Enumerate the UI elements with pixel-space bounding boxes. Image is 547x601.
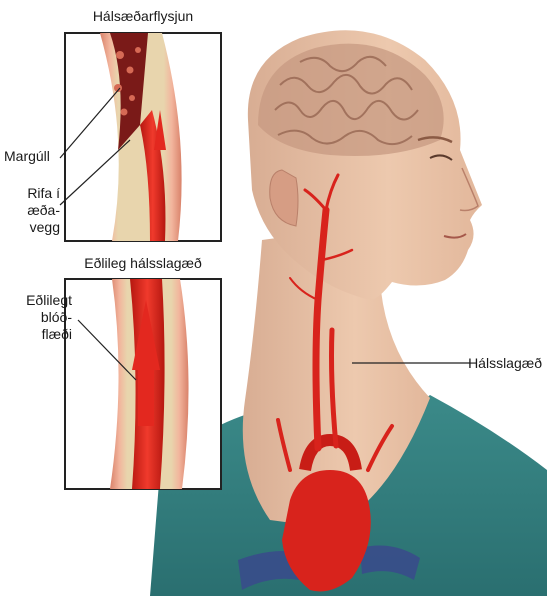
carotid-label: Hálsslagæð	[432, 355, 542, 372]
clot-label: Margúll	[4, 148, 50, 165]
tear-label: Rifa í æða- vegg	[6, 185, 60, 236]
panel-dissection-title: Hálsæðarflysjun	[65, 8, 221, 25]
panel-normal	[65, 279, 221, 489]
panel-dissection	[65, 33, 221, 241]
panel-normal-title: Eðlileg hálsslagæð	[58, 255, 228, 272]
normal-flow-label-line-2: blóð-	[2, 309, 72, 326]
tear-label-line-1: Rifa í	[6, 185, 60, 202]
normal-flow-label-line-1: Eðlilegt	[2, 292, 72, 309]
tear-label-line-3: vegg	[6, 219, 60, 236]
normal-flow-label-line-3: flæði	[2, 326, 72, 343]
normal-flow-label: Eðlilegt blóð- flæði	[2, 292, 72, 343]
tear-label-line-2: æða-	[6, 202, 60, 219]
